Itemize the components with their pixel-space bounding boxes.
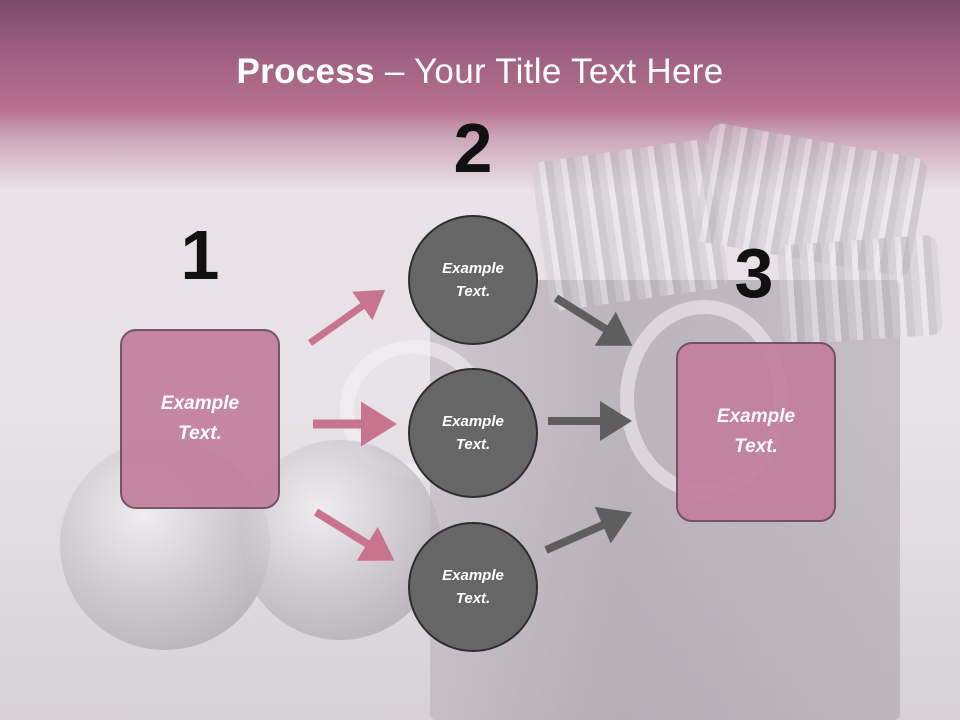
arrow-to-top-circle	[307, 289, 386, 346]
title-bold: Process	[236, 52, 375, 91]
step-2-circle-middle: Example Text.	[408, 368, 538, 498]
arrow-from-top-circle	[553, 294, 633, 346]
title-rest: – Your Title Text Here	[374, 52, 724, 91]
gray-arrows	[544, 294, 633, 554]
arrow-to-bottom-circle	[313, 508, 395, 561]
step-2-circle-top: Example Text.	[408, 215, 538, 345]
step-number-2: 2	[453, 109, 493, 187]
arrow-from-bottom-circle	[544, 506, 632, 554]
step-3-box-text: Example Text.	[716, 406, 796, 457]
step-number-1: 1	[180, 216, 220, 294]
circle-text: Example Text.	[442, 260, 504, 300]
step-2-circle-bottom: Example Text.	[408, 522, 538, 652]
step-number-3: 3	[734, 234, 774, 312]
step-3-box: Example Text.	[676, 342, 836, 522]
pink-arrows	[307, 289, 397, 561]
step-1-box-text: Example Text.	[160, 393, 240, 444]
step-1-box: Example Text.	[120, 329, 280, 509]
circle-text: Example Text.	[442, 567, 504, 607]
slide-title: Process – Your Title Text Here	[0, 52, 960, 92]
circle-text: Example Text.	[442, 413, 504, 453]
